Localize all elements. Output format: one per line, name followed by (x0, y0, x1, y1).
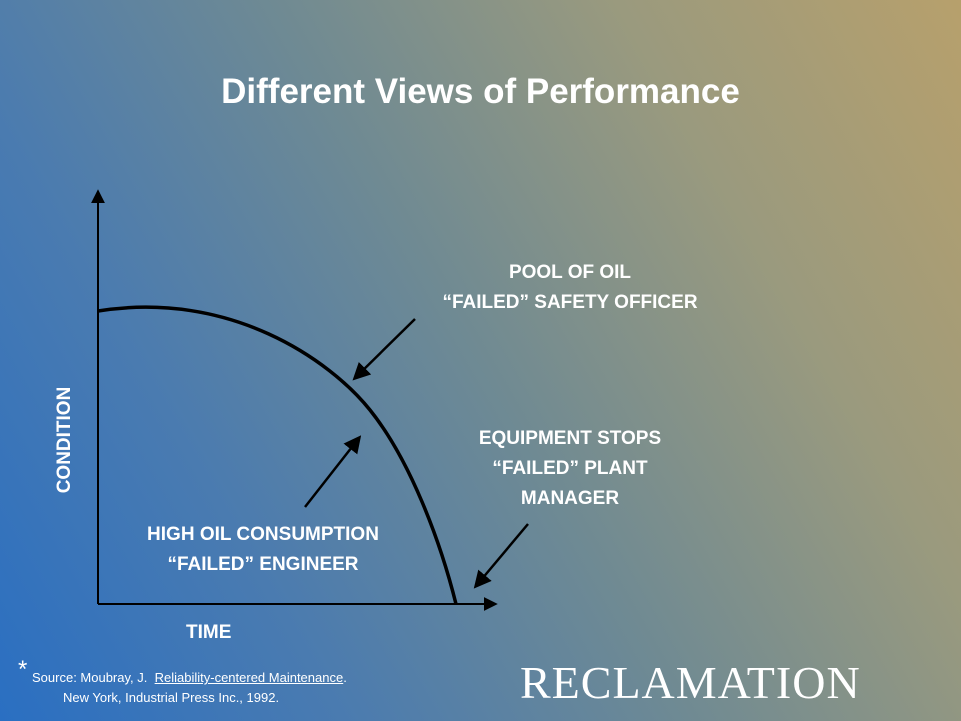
footnote-line-1: Source: Moubray, J. Reliability-centered… (32, 670, 347, 685)
footnote-line-2: New York, Industrial Press Inc., 1992. (63, 690, 280, 705)
footnote-asterisk: * (18, 656, 28, 683)
condition-curve (97, 305, 458, 605)
plant-manager-annotation: EQUIPMENT STOPS “FAILED” PLANT MANAGER (478, 428, 662, 509)
safety-officer-annotation: POOL OF OIL “FAILED” SAFETY OFFICER (442, 262, 698, 313)
engineer-arrow (304, 435, 362, 508)
safety-arrow (352, 318, 416, 381)
reclamation-logo: RECLAMATION (520, 657, 861, 708)
slide-title: Different Views of Performance (221, 72, 740, 111)
source-footnote: * Source: Moubray, J. Reliability-center… (18, 658, 347, 708)
x-axis-label: TIME (186, 622, 232, 643)
engineer-annotation: HIGH OIL CONSUMPTION “FAILED” ENGINEER (147, 524, 379, 575)
plant-arrow (473, 523, 529, 589)
reference-title: Reliability-centered Maintenance (154, 670, 344, 685)
